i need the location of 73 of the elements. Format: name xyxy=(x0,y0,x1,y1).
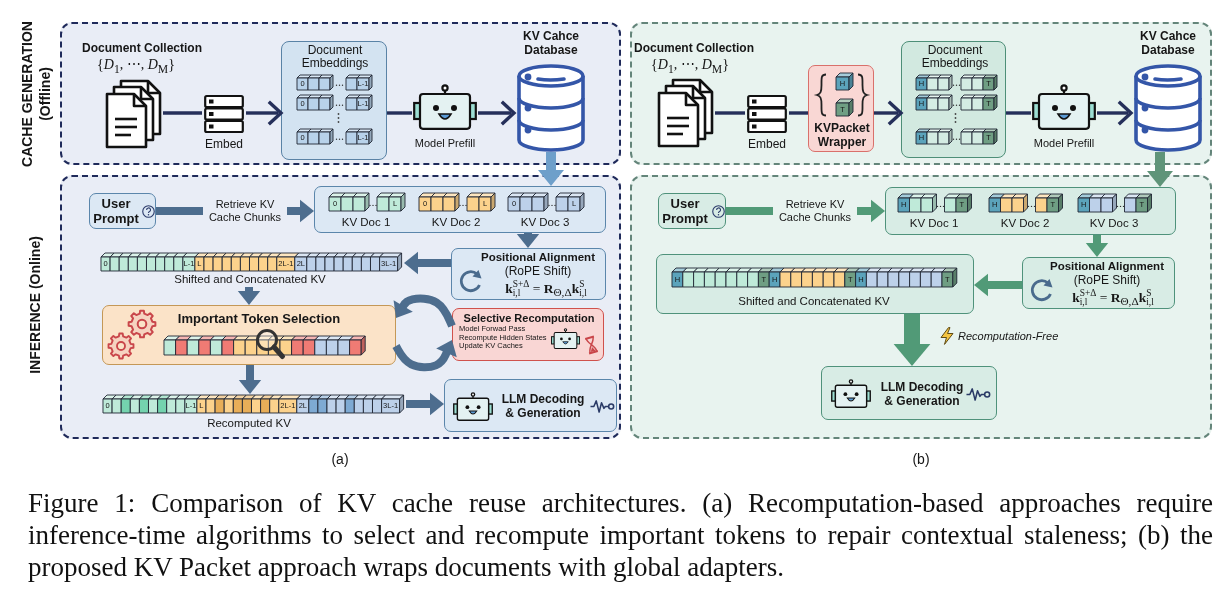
node-title: KV Cahce Database xyxy=(522,30,580,58)
arrow xyxy=(538,152,564,186)
process-box xyxy=(452,308,604,361)
panel-label: (b) xyxy=(912,451,930,468)
arrow xyxy=(874,100,903,126)
arrow xyxy=(238,365,262,394)
box-title: Positional Alignment xyxy=(481,251,595,265)
arrow xyxy=(404,251,451,275)
doc-label: KV Doc 1 xyxy=(341,216,391,230)
section-heading: CACHE GENERATION (Offline) xyxy=(17,20,54,169)
edge-label: Recomputation-Free xyxy=(958,330,1059,343)
embeddings-box xyxy=(901,41,1006,158)
process-box xyxy=(444,379,617,432)
strip-caption: Shifted and Concatenated KV xyxy=(174,273,326,287)
doc-label: KV Doc 2 xyxy=(431,216,481,230)
doc-label: KV Doc 3 xyxy=(520,216,570,230)
node-title: KV Cahce Database xyxy=(1139,30,1197,58)
process-box xyxy=(451,248,606,300)
doc-label: KV Doc 1 xyxy=(909,217,959,231)
arrow xyxy=(1085,235,1109,257)
icon-caption: Embed xyxy=(205,138,243,152)
box-title: LLM Decoding & Generation xyxy=(500,393,586,421)
icon-caption: Embed xyxy=(748,138,786,152)
arrow xyxy=(516,233,540,248)
connector-line xyxy=(1006,111,1031,115)
arrow xyxy=(393,294,456,328)
box-title: Selective Recomputation xyxy=(463,312,595,325)
prompt-box xyxy=(658,193,726,229)
kv-cache-box xyxy=(885,187,1176,235)
node-title: Document Collection xyxy=(634,42,754,56)
connector-line xyxy=(789,111,808,115)
arrow xyxy=(478,100,516,126)
process-box xyxy=(102,305,396,365)
box-title: Document Embeddings xyxy=(300,44,370,71)
box-title: LLM Decoding & Generation xyxy=(879,381,965,409)
figure-caption: Figure 1: Comparison of KV cache reuse architectures. (a) Recomputation-based approaches require inference-time algorithms to select and recompute important tokens to repair contextual staleness; (b) the proposed KV Packet approach wraps documents with global adapters. xyxy=(28,487,1213,583)
arrow xyxy=(246,100,283,126)
icon-caption: Model Prefill xyxy=(1033,137,1095,150)
arrow xyxy=(974,273,1022,297)
box-text: (RoPE Shift) xyxy=(1073,274,1141,288)
math-formula: {D$_{1}$, ⋯, D$_{M}$} xyxy=(97,57,175,77)
strip-caption: Recomputed KV xyxy=(207,417,291,431)
prompt-box xyxy=(89,193,156,229)
node-title: Document Collection xyxy=(82,42,202,56)
math-formula: {D$_{1}$, ⋯, D$_{M}$} xyxy=(651,57,729,77)
arrow xyxy=(1147,152,1173,187)
kv-cache-box xyxy=(314,186,606,233)
process-box xyxy=(821,366,997,420)
connector-line xyxy=(387,111,412,115)
section-heading: INFERENCE (Online) xyxy=(25,236,44,374)
strip-caption: Shifted and Concatenated KV xyxy=(738,295,890,309)
arrow xyxy=(893,314,931,366)
box-title: Important Token Selection xyxy=(177,312,341,327)
box-text: (RoPE Shift) xyxy=(504,265,572,279)
icon-caption: Model Prefill xyxy=(414,137,476,150)
box-title: Positional Alignment xyxy=(1050,260,1164,274)
arrow xyxy=(237,287,261,305)
embeddings-box xyxy=(281,41,387,160)
wrapper-box xyxy=(808,65,874,152)
box-title: User Prompt xyxy=(661,197,709,227)
kv-sequence-box xyxy=(656,254,974,314)
box-title: Document Embeddings xyxy=(920,44,990,71)
edge-label: Retrieve KV Cache Chunks xyxy=(773,198,857,224)
panel-label: (a) xyxy=(331,451,349,468)
connector-line xyxy=(715,111,745,115)
edge-label: Retrieve KV Cache Chunks xyxy=(203,198,287,224)
box-title: KVPacket Wrapper xyxy=(813,122,871,150)
box-title: User Prompt xyxy=(92,197,140,227)
doc-label: KV Doc 3 xyxy=(1089,217,1139,231)
process-box xyxy=(1022,257,1175,309)
arrow xyxy=(1097,100,1133,126)
connector-line xyxy=(163,111,202,115)
doc-label: KV Doc 2 xyxy=(1000,217,1050,231)
